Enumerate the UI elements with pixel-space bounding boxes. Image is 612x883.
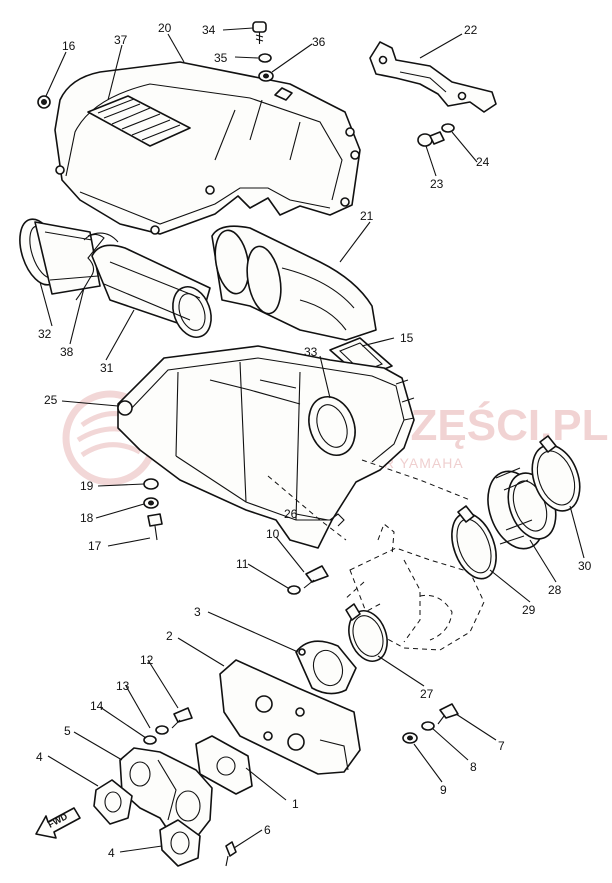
callout-32: 32 bbox=[38, 327, 52, 341]
callout-22: 22 bbox=[464, 23, 478, 37]
air-cleaner-cover bbox=[54, 61, 361, 235]
callout-17: 17 bbox=[88, 539, 102, 553]
air-funnel-assembly bbox=[19, 218, 212, 338]
callout-4-lower: 4 bbox=[108, 846, 115, 860]
callout-4-upper: 4 bbox=[36, 750, 43, 764]
callout-16: 16 bbox=[62, 39, 76, 53]
callout-36: 36 bbox=[312, 35, 326, 49]
cover-bolt-set bbox=[252, 21, 274, 82]
hose-clamp-29 bbox=[451, 505, 497, 580]
callout-21: 21 bbox=[360, 209, 374, 223]
fwd-arrow: FWD bbox=[35, 807, 81, 839]
hose-clip bbox=[329, 513, 345, 527]
bracket-bolt-set bbox=[417, 123, 455, 147]
callout-28: 28 bbox=[548, 583, 562, 597]
leader-lines bbox=[39, 27, 585, 853]
hose-clamp-27 bbox=[345, 603, 388, 662]
vacuum-nipple bbox=[225, 841, 237, 867]
callout-18: 18 bbox=[80, 511, 94, 525]
callout-7: 7 bbox=[498, 739, 505, 753]
caution-label-plate bbox=[87, 95, 191, 147]
callout-15: 15 bbox=[400, 331, 414, 345]
callout-labels: 1 2 3 4 4 5 6 7 8 9 10 11 12 13 14 15 16… bbox=[36, 21, 592, 860]
gasket-upper bbox=[93, 779, 133, 825]
callout-31: 31 bbox=[100, 361, 114, 375]
plate-screw-set bbox=[402, 703, 459, 744]
manifold-screw-set bbox=[143, 707, 193, 745]
callout-10: 10 bbox=[266, 527, 280, 541]
callout-5: 5 bbox=[64, 724, 71, 738]
callout-30: 30 bbox=[578, 559, 592, 573]
callout-37: 37 bbox=[114, 33, 128, 47]
carb-screw-set bbox=[287, 565, 329, 595]
callout-23: 23 bbox=[430, 177, 444, 191]
air-cleaner-case bbox=[117, 345, 415, 549]
hose-clamp-30 bbox=[531, 435, 581, 512]
callout-14: 14 bbox=[90, 699, 104, 713]
reed-plate bbox=[219, 659, 361, 775]
intake-duct bbox=[211, 225, 377, 341]
callout-26: 26 bbox=[284, 507, 298, 521]
callout-13: 13 bbox=[116, 679, 130, 693]
callout-29: 29 bbox=[522, 603, 536, 617]
case-mount-hardware bbox=[143, 478, 163, 541]
carb-joint-3 bbox=[295, 640, 357, 695]
callout-34: 34 bbox=[202, 23, 216, 37]
callout-8: 8 bbox=[470, 760, 477, 774]
callout-25: 25 bbox=[44, 393, 58, 407]
callout-20: 20 bbox=[158, 21, 172, 35]
intake-manifold bbox=[119, 747, 213, 839]
callout-38: 38 bbox=[60, 345, 74, 359]
callout-11: 11 bbox=[236, 557, 249, 571]
callout-2: 2 bbox=[166, 629, 173, 643]
callout-27: 27 bbox=[420, 687, 434, 701]
callout-1: 1 bbox=[292, 797, 299, 811]
callout-12: 12 bbox=[140, 653, 154, 667]
callout-35: 35 bbox=[214, 51, 228, 65]
callout-9: 9 bbox=[440, 783, 447, 797]
gasket-lower bbox=[159, 819, 201, 867]
callout-24: 24 bbox=[476, 155, 490, 169]
callout-19: 19 bbox=[80, 479, 94, 493]
callout-6: 6 bbox=[264, 823, 271, 837]
bracket bbox=[369, 41, 497, 113]
callout-33: 33 bbox=[304, 345, 318, 359]
callout-3: 3 bbox=[194, 605, 201, 619]
